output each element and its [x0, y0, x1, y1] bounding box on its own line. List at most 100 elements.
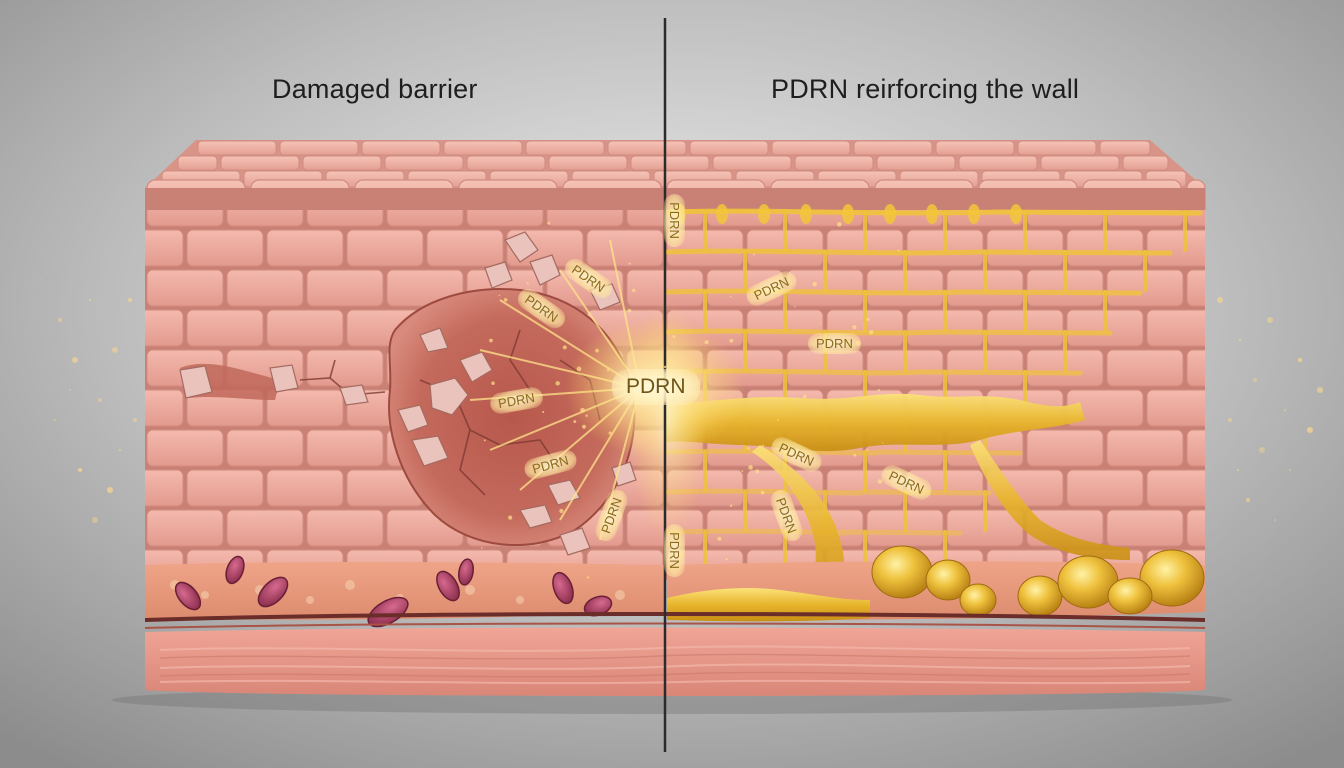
top-brick	[1100, 141, 1150, 155]
brick	[147, 510, 223, 546]
gold-mortar-line	[668, 331, 1110, 333]
gold-particle	[730, 505, 732, 507]
gold-particle	[629, 263, 631, 265]
top-brick	[690, 141, 768, 155]
gold-particle	[717, 537, 721, 541]
gold-particle	[761, 491, 765, 495]
top-brick	[198, 141, 276, 155]
gold-drip	[800, 204, 812, 224]
gold-particle	[813, 282, 817, 286]
brick	[147, 430, 223, 466]
gold-particle	[559, 509, 563, 513]
right-panel-caption: PDRN reirforcing the wall	[771, 74, 1079, 105]
left-panel-caption: Damaged barrier	[272, 74, 478, 105]
sparkle	[69, 389, 71, 391]
brick	[1027, 430, 1103, 466]
gold-particle	[555, 381, 559, 385]
sparkle	[1267, 317, 1273, 323]
top-brick	[178, 156, 217, 170]
brick	[307, 270, 383, 306]
gold-particle	[742, 470, 744, 472]
brick	[427, 230, 503, 266]
sparkle	[1274, 519, 1276, 521]
brick	[267, 230, 343, 266]
gold-particle	[632, 289, 635, 292]
gold-particle	[762, 445, 764, 447]
gold-particle	[725, 558, 727, 560]
brick	[307, 510, 383, 546]
top-brick	[280, 141, 358, 155]
sparkle	[1298, 358, 1302, 362]
top-brick	[713, 156, 791, 170]
brick	[267, 390, 343, 426]
gold-particle	[547, 222, 550, 225]
gold-particle	[794, 306, 795, 307]
sparkle	[54, 419, 56, 421]
sparkle	[128, 298, 132, 302]
gold-particle	[674, 434, 675, 435]
gold-particle	[481, 547, 483, 549]
gold-particle	[484, 439, 486, 441]
gold-particle	[504, 298, 508, 302]
top-brick	[1018, 141, 1096, 155]
gold-particle	[866, 318, 869, 321]
gold-drip	[716, 204, 728, 224]
sparkle	[1307, 427, 1313, 433]
sparkle	[107, 487, 113, 493]
brick	[227, 510, 303, 546]
gold-particle	[607, 369, 609, 371]
gold-particle	[729, 339, 733, 343]
top-brick	[772, 141, 850, 155]
sparkle	[1284, 409, 1286, 411]
gold-particle	[609, 432, 612, 435]
brick	[587, 230, 663, 266]
gold-particle	[878, 389, 880, 391]
gold-particle	[573, 420, 576, 423]
pdrn-label: PDRN	[664, 194, 685, 247]
brick	[267, 470, 343, 506]
gold-particle	[803, 395, 806, 398]
sparkle	[98, 398, 102, 402]
gold-particle	[672, 335, 675, 338]
gold-particle	[755, 469, 759, 473]
brick	[187, 470, 263, 506]
sparkle	[78, 468, 82, 472]
sparkle	[1239, 339, 1241, 341]
brick	[347, 230, 423, 266]
top-brick	[467, 156, 545, 170]
gold-particle	[664, 366, 667, 369]
gold-particle	[854, 454, 857, 457]
sparkle	[1289, 469, 1291, 471]
gold-mortar-line	[668, 291, 1140, 293]
sparkle	[1228, 418, 1232, 422]
gold-particle	[499, 295, 501, 297]
sparkle	[112, 347, 118, 353]
top-brick	[854, 141, 932, 155]
gold-mortar-line	[668, 451, 1020, 453]
gold-particle	[753, 254, 755, 256]
sparkle	[92, 517, 98, 523]
brick	[227, 270, 303, 306]
gold-drip	[758, 204, 770, 224]
gold-particle	[747, 447, 750, 450]
top-brick	[549, 156, 627, 170]
brick	[267, 310, 343, 346]
pdrn-label: PDRN	[664, 524, 685, 577]
gold-particle	[669, 359, 674, 364]
top-brick	[959, 156, 1037, 170]
brick	[307, 350, 383, 386]
gold-particle	[837, 222, 842, 227]
gold-particle	[852, 325, 856, 329]
brick	[187, 230, 263, 266]
gold-particle	[866, 448, 869, 451]
gold-particle	[582, 425, 586, 429]
gold-particle	[595, 349, 599, 353]
gold-particle	[898, 250, 900, 252]
sparkle	[39, 279, 41, 281]
pdrn-label-main: PDRN	[612, 369, 700, 405]
top-brick	[444, 141, 522, 155]
top-brick	[1123, 156, 1168, 170]
top-brick	[877, 156, 955, 170]
sparkle	[58, 318, 62, 322]
gold-particle	[628, 309, 632, 313]
